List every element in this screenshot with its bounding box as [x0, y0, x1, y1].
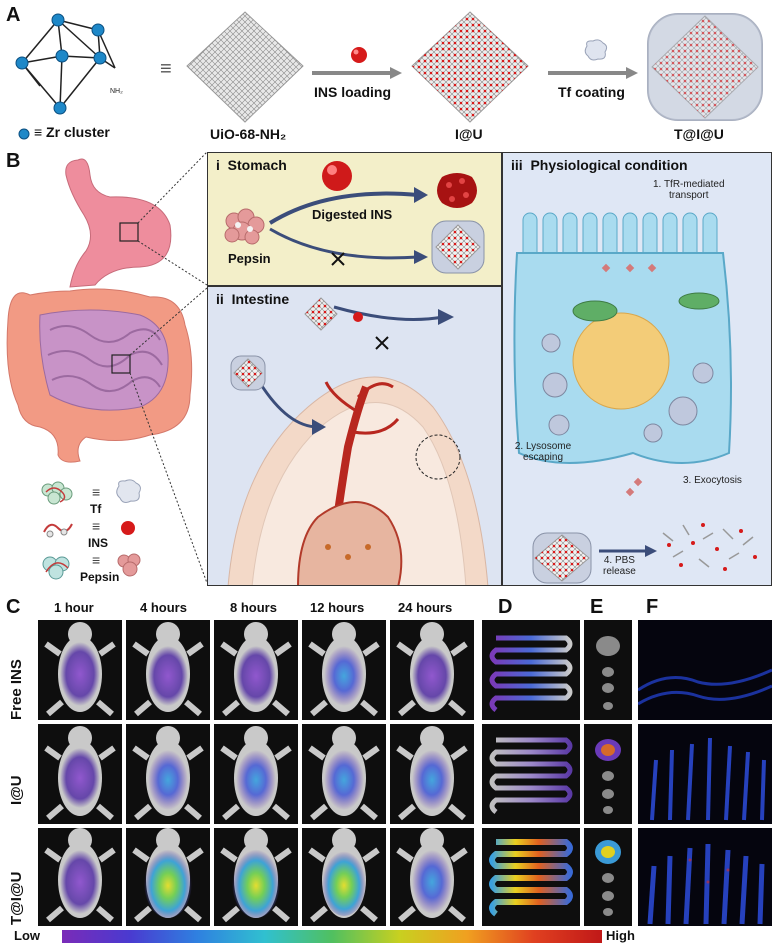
panel-letter-a: A [6, 4, 21, 26]
step4-line1: 4. PBS [603, 555, 635, 566]
panel-letter-e: E [590, 596, 604, 618]
physiological-box: iii Physiological condition 1. TfR-media… [502, 152, 772, 586]
coated-particle-intestine [230, 355, 266, 391]
physio-title-text: Physiological condition [530, 157, 688, 173]
physio-title: iii Physiological condition [511, 157, 688, 173]
tf-structure-icon [41, 481, 73, 505]
tf-glyph-icon [116, 479, 141, 503]
step2-label: 2. Lysosome escaping [503, 441, 583, 463]
pepsin-legend-label: Pepsin [80, 570, 120, 584]
row-label-i-at-u: I@U [8, 775, 25, 805]
step2-line2: escaping [522, 452, 564, 463]
mouse-imaging-grid [38, 620, 474, 926]
ins-structure-icon [43, 523, 73, 538]
ins-loading-label: INS loading [314, 84, 391, 100]
pepsin-label: Pepsin [228, 251, 271, 266]
t-at-i-at-u-label: T@I@U [674, 126, 724, 142]
timepoint-2: 4 hours [140, 600, 187, 615]
step4-line2: release [603, 566, 636, 577]
stomach-num: i [216, 157, 220, 173]
villus-illustration [227, 305, 489, 585]
ins-legend-equiv: ≡ [92, 518, 101, 534]
intestine-title-text: Intestine [231, 291, 290, 307]
i-at-u-image [411, 11, 529, 123]
protected-nanoparticle [431, 220, 485, 274]
protein-legend: ≡ Tf ≡ INS ≡ Pepsin [40, 478, 190, 588]
intestine-title: ii Intestine [216, 291, 289, 307]
tissue-section-column [638, 620, 772, 926]
panel-letter-b: B [6, 150, 21, 172]
tf-legend-equiv: ≡ [92, 484, 101, 500]
stomach-box: i Stomach Pepsin Digested INS [207, 152, 502, 286]
step4-label: 4. PBS release [603, 555, 636, 577]
tf-protein-icon [584, 39, 608, 61]
step1-label: 1. TfR-mediated transport [653, 179, 725, 201]
ins-glyph-icon [121, 521, 135, 535]
panel-letter-d: D [498, 596, 513, 618]
step1-line1: 1. TfR-mediated [653, 179, 725, 190]
stomach-arrows [268, 187, 428, 266]
framework-label: UiO-68-NH₂ [210, 126, 287, 142]
zoom-lines [129, 151, 208, 584]
zr-cluster-label: ≡ Zr cluster [34, 124, 110, 140]
timepoint-1: 1 hour [54, 600, 94, 615]
row-label-t-at-i-at-u: T@I@U [8, 871, 25, 925]
ins-small-sphere [353, 312, 363, 322]
stomach-title-text: Stomach [227, 157, 287, 173]
timepoint-5: 24 hours [398, 600, 453, 615]
timepoint-3: 8 hours [230, 600, 277, 615]
intestine-box: ii Intestine [207, 286, 502, 586]
arrow-right-icon-2 [548, 67, 638, 79]
intestine-imaging-column [482, 620, 580, 926]
organ-imaging-column [584, 620, 632, 926]
tf-legend-label: Tf [90, 502, 102, 516]
pepsin-structure-icon [42, 556, 70, 580]
step1-line2: transport [669, 190, 709, 201]
digested-ins-label: Digested INS [312, 207, 393, 222]
timepoint-4: 12 hours [310, 600, 365, 615]
mof-particle-small [304, 297, 338, 331]
digested-ins-blob [437, 173, 477, 208]
panel-letter-c: C [6, 596, 21, 618]
nh2-label: NH₂ [110, 88, 123, 95]
i-at-u-label: I@U [455, 126, 483, 142]
step2-line1: 2. Lysosome [514, 441, 572, 452]
ins-large-sphere [322, 161, 352, 191]
colorbar-high-label: High [606, 928, 635, 943]
equiv-symbol: ≡ [160, 58, 172, 80]
pepsin-glyph-icon [117, 553, 141, 577]
digestive-tract-illustration [6, 158, 193, 463]
uio-68-framework-image [186, 11, 304, 123]
pepsin-legend-equiv: ≡ [92, 552, 101, 568]
row-label-free-ins: Free INS [8, 659, 25, 720]
zr-cluster-icon [18, 128, 30, 140]
zr-cluster-octahedron-diagram: NH₂ [15, 13, 123, 115]
epithelial-cell-illustration [513, 212, 757, 584]
pepsin-blob [224, 208, 265, 245]
ins-sphere-icon [351, 47, 367, 63]
colorbar-low-label: Low [14, 928, 40, 943]
t-at-i-at-u-image [647, 13, 763, 121]
physio-num: iii [511, 157, 523, 173]
step3-label: 3. Exocytosis [683, 475, 742, 486]
panel-letter-f: F [646, 596, 659, 618]
colorbar [62, 930, 602, 943]
arrow-right-icon [312, 67, 402, 79]
tf-coating-label: Tf coating [558, 84, 625, 100]
intestine-num: ii [216, 291, 224, 307]
ins-legend-label: INS [88, 536, 109, 550]
stomach-title: i Stomach [216, 157, 287, 173]
